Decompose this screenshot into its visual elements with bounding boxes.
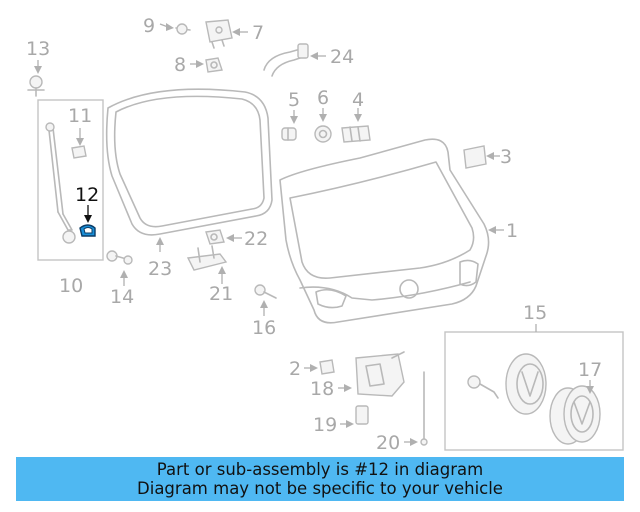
hinge-7	[205, 19, 233, 49]
weatherstrip-23	[105, 88, 273, 236]
group-box-10	[37, 99, 104, 261]
latch-18	[355, 351, 405, 397]
emblem-motor	[505, 353, 547, 415]
callout-5: 5	[288, 89, 300, 111]
nut-22	[205, 229, 225, 245]
group-box-15	[444, 331, 624, 451]
callout-20: 20	[376, 432, 400, 454]
banner-line-2: Diagram may not be specific to your vehi…	[137, 479, 503, 498]
callout-9: 9	[143, 15, 155, 37]
callout-23: 23	[148, 258, 172, 280]
callout-15: 15	[523, 302, 547, 324]
callout-6: 6	[317, 87, 329, 109]
parts-diagram: 9 7 13 24 8 5 6 4 11 3 12 1 22 23 10 21 …	[26, 15, 624, 454]
callout-22: 22	[244, 228, 268, 250]
callout-10: 10	[59, 275, 83, 297]
pad-3	[463, 145, 487, 169]
bolt-13	[27, 75, 45, 97]
bolt-19	[355, 405, 369, 425]
cable-24	[263, 43, 309, 77]
callout-11: 11	[68, 105, 92, 127]
callout-4: 4	[352, 89, 364, 111]
buffer-4	[341, 125, 371, 143]
callout-17: 17	[578, 359, 602, 381]
clip-12-highlighted	[79, 224, 96, 237]
gas-strut	[45, 122, 76, 244]
callout-13: 13	[26, 38, 50, 60]
callout-3: 3	[500, 146, 512, 168]
callout-2: 2	[289, 358, 301, 380]
bolt-15-inner	[467, 375, 499, 399]
grommet-6	[314, 125, 332, 143]
callout-16: 16	[252, 317, 276, 339]
bracket-21	[186, 245, 228, 271]
nut-2	[319, 359, 335, 375]
callout-12: 12	[75, 184, 99, 206]
tailgate-1	[279, 138, 490, 324]
bolt-14	[106, 250, 133, 265]
bolt-9	[175, 23, 191, 35]
nut-8	[205, 57, 223, 73]
callout-21: 21	[209, 283, 233, 305]
callout-8: 8	[174, 54, 186, 76]
callout-14: 14	[110, 286, 134, 308]
pin-5	[281, 127, 297, 141]
banner-line-1: Part or sub-assembly is #12 in diagram	[156, 460, 484, 479]
callout-1: 1	[506, 220, 518, 242]
rod-20	[420, 371, 428, 446]
callout-24: 24	[330, 46, 354, 68]
info-banner: Part or sub-assembly is #12 in diagram D…	[16, 457, 624, 501]
clip-11	[71, 145, 87, 159]
callout-19: 19	[313, 414, 337, 436]
bolt-16	[254, 284, 277, 299]
callout-7: 7	[252, 22, 264, 44]
callout-18: 18	[310, 378, 334, 400]
emblem-17	[549, 385, 601, 445]
